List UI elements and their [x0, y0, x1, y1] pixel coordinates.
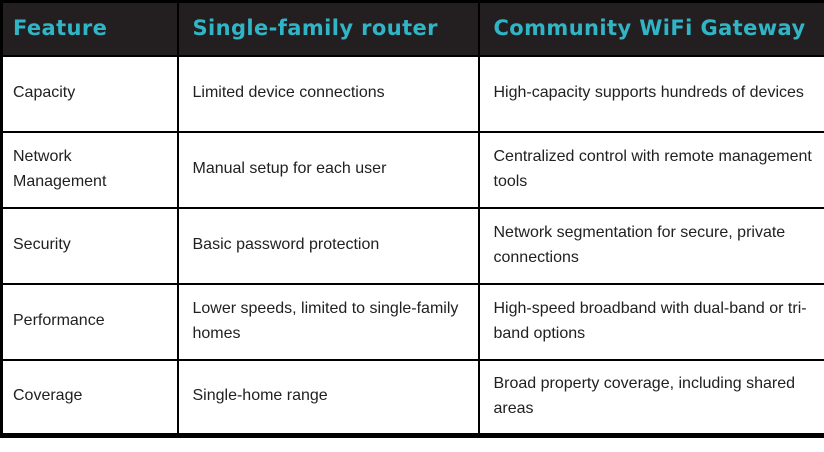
table-body: Capacity Limited device connections High… [0, 54, 824, 437]
gateway-cell: Centralized control with remote manageme… [477, 130, 824, 209]
router-cell: Single-home range [176, 358, 480, 437]
feature-cell: Performance [0, 282, 179, 361]
table-row: Network Management Manual setup for each… [0, 130, 824, 209]
column-header-community-wifi-gateway: Community WiFi Gateway [477, 0, 824, 57]
gateway-cell: Broad property coverage, including share… [477, 358, 824, 437]
router-cell: Manual setup for each user [176, 130, 480, 209]
router-cell: Limited device connections [176, 54, 480, 133]
column-header-single-family-router: Single-family router [176, 0, 480, 57]
feature-cell: Security [0, 206, 179, 285]
gateway-cell: Network segmentation for secure, private… [477, 206, 824, 285]
table-row: Performance Lower speeds, limited to sin… [0, 282, 824, 361]
header-row: Feature Single-family router Community W… [0, 0, 824, 57]
feature-cell: Network Management [0, 130, 179, 209]
table-row: Capacity Limited device connections High… [0, 54, 824, 133]
feature-cell: Coverage [0, 358, 179, 437]
table-row: Security Basic password protection Netwo… [0, 206, 824, 285]
feature-cell: Capacity [0, 54, 179, 133]
gateway-cell: High-speed broadband with dual-band or t… [477, 282, 824, 361]
router-cell: Lower speeds, limited to single-family h… [176, 282, 480, 361]
gateway-cell: High-capacity supports hundreds of devic… [477, 54, 824, 133]
column-header-feature: Feature [0, 0, 179, 57]
router-cell: Basic password protection [176, 206, 480, 285]
table-row: Coverage Single-home range Broad propert… [0, 358, 824, 437]
table-header: Feature Single-family router Community W… [0, 0, 824, 57]
comparison-table: Feature Single-family router Community W… [0, 0, 824, 438]
